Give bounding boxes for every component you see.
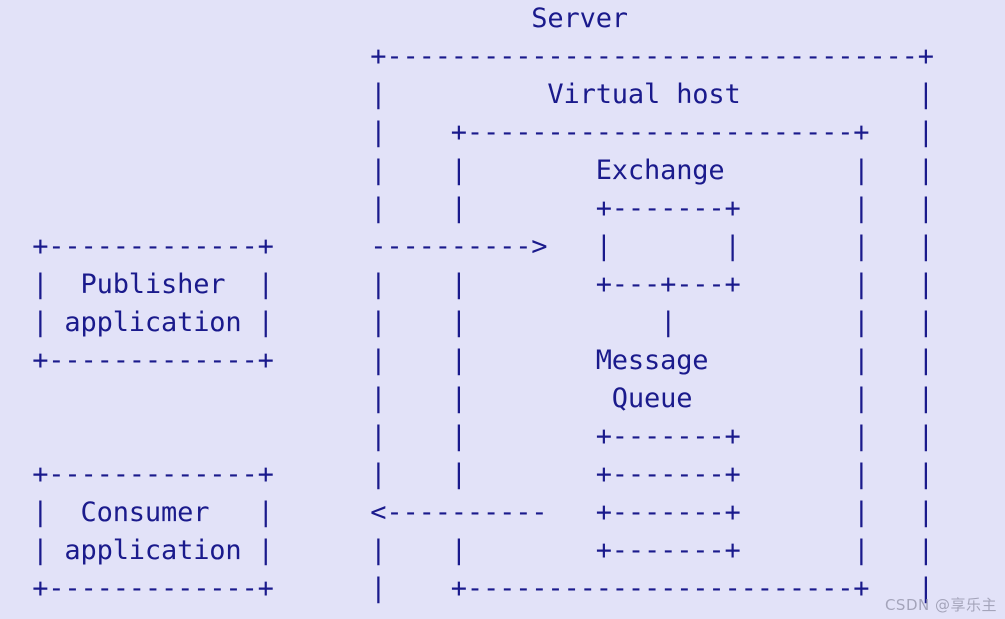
ascii-diagram-canvas: Server+---------------------------------… <box>32 3 997 619</box>
